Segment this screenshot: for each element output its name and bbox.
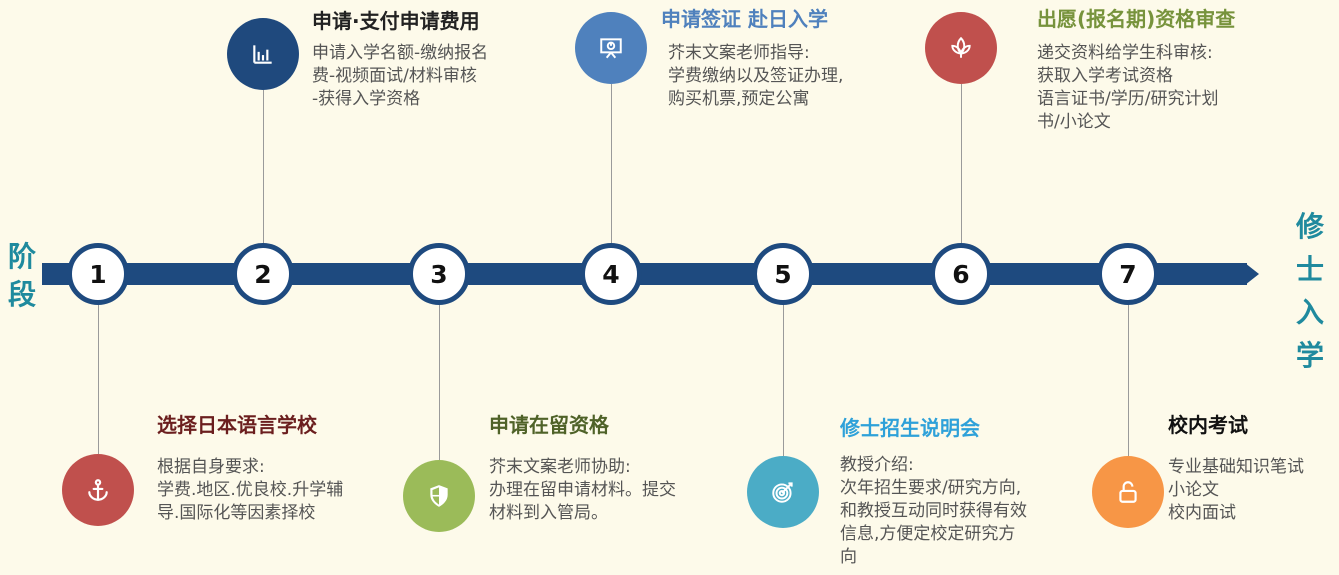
connector-line-6 bbox=[961, 84, 962, 248]
step-4-title: 申请签证 赴日入学 bbox=[661, 7, 828, 31]
connector-line-3 bbox=[439, 300, 440, 460]
goal-label: 修 士 入 学 bbox=[1295, 210, 1324, 372]
lotus-icon bbox=[948, 35, 974, 61]
connector-line-5 bbox=[783, 300, 784, 456]
bar-chart-icon bbox=[250, 41, 276, 67]
step-2-icon-badge bbox=[227, 18, 299, 90]
connector-line-1 bbox=[98, 300, 99, 454]
lock-icon bbox=[1115, 479, 1141, 505]
anchor-icon bbox=[85, 477, 111, 503]
step-5-title: 修士招生说明会 bbox=[840, 416, 980, 440]
step-5-icon-badge bbox=[747, 456, 819, 528]
step-2-description: 申请入学名额-缴纳报名 费-视频面试/材料审核 -获得入学资格 bbox=[312, 43, 489, 109]
step-3-description: 芥末文案老师协助: 办理在留申请材料。提交 材料到入管局。 bbox=[489, 457, 676, 523]
step-2-title: 申请·支付申请费用 bbox=[312, 9, 480, 33]
step-node-1: 1 bbox=[67, 243, 129, 305]
step-6-description: 递交资料给学生科审核: 获取入学考试资格 语言证书/学历/研究计划 书/小论文 bbox=[1037, 43, 1219, 132]
step-4-icon-badge bbox=[575, 12, 647, 84]
step-node-3: 3 bbox=[408, 243, 470, 305]
step-node-5: 5 bbox=[752, 243, 814, 305]
timeline-arrow-head bbox=[1245, 263, 1259, 285]
step-3-icon-badge bbox=[403, 460, 475, 532]
timeline-bar bbox=[42, 263, 1247, 285]
step-1-icon-badge bbox=[62, 454, 134, 526]
target-icon bbox=[770, 479, 796, 505]
step-5-description: 教授介绍: 次年招生要求/研究方向, 和教授互动同时获得有效 信息,方便定校定研… bbox=[840, 455, 1027, 567]
stage-label: 阶 段 bbox=[7, 240, 36, 311]
step-node-7: 7 bbox=[1097, 243, 1159, 305]
connector-line-2 bbox=[263, 90, 264, 248]
connector-line-7 bbox=[1128, 300, 1129, 456]
step-7-icon-badge bbox=[1092, 456, 1164, 528]
step-7-description: 专业基础知识笔试 小论文 校内面试 bbox=[1168, 457, 1304, 523]
step-node-4: 4 bbox=[580, 243, 642, 305]
step-node-6: 6 bbox=[930, 243, 992, 305]
step-3-title: 申请在留资格 bbox=[489, 413, 609, 437]
connector-line-4 bbox=[611, 84, 612, 248]
step-node-2: 2 bbox=[232, 243, 294, 305]
step-6-title: 出愿(报名期)资格审查 bbox=[1037, 7, 1236, 31]
step-7-title: 校内考试 bbox=[1168, 413, 1248, 437]
shield-icon bbox=[426, 483, 452, 509]
step-1-title: 选择日本语言学校 bbox=[157, 413, 317, 437]
step-1-description: 根据自身要求: 学费.地区.优良校.升学辅 导.国际化等因素择校 bbox=[157, 457, 344, 523]
step-6-icon-badge bbox=[925, 12, 997, 84]
presentation-board-icon bbox=[598, 35, 624, 61]
step-4-description: 芥末文案老师指导: 学费缴纳以及签证办理, 购买机票,预定公寓 bbox=[668, 43, 844, 109]
